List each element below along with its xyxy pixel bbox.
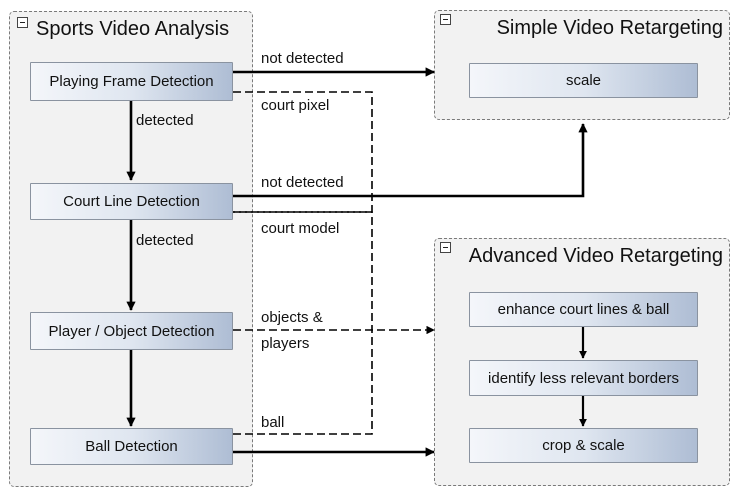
group-title-sports: Sports Video Analysis	[36, 18, 230, 40]
edge-label-players: players	[261, 335, 310, 352]
group-title-simple: Simple Video Retargeting	[496, 17, 723, 39]
node-playing-frame-detection[interactable]: Playing Frame Detection	[30, 62, 233, 101]
minus-box-icon[interactable]	[440, 242, 451, 253]
node-player-object-detection[interactable]: Player / Object Detection	[30, 312, 233, 350]
edge-label-not-detected-2: not detected	[261, 174, 344, 191]
node-ball-detection[interactable]: Ball Detection	[30, 428, 233, 465]
node-enhance-court-lines-ball[interactable]: enhance court lines & ball	[469, 292, 698, 327]
edge-label-objects: objects &	[261, 309, 323, 326]
node-crop-scale[interactable]: crop & scale	[469, 428, 698, 463]
node-court-line-detection[interactable]: Court Line Detection	[30, 183, 233, 220]
node-scale[interactable]: scale	[469, 63, 698, 98]
edge-label-ball: ball	[261, 414, 285, 431]
group-title-advanced: Advanced Video Retargeting	[468, 245, 723, 267]
edge-label-court-pixel: court pixel	[261, 97, 330, 114]
node-identify-less-relevant-borders[interactable]: identify less relevant borders	[469, 360, 698, 396]
edge-court-to-scale	[233, 123, 588, 198]
edge-label-detected-2: detected	[136, 232, 194, 249]
edge-label-court-model: court model	[261, 220, 340, 237]
minus-box-icon[interactable]	[17, 17, 28, 28]
edge-label-detected-1: detected	[136, 112, 194, 129]
edge-dashed-court-pixel	[233, 91, 373, 213]
minus-box-icon[interactable]	[440, 14, 451, 25]
edge-label-not-detected-1: not detected	[261, 50, 344, 67]
